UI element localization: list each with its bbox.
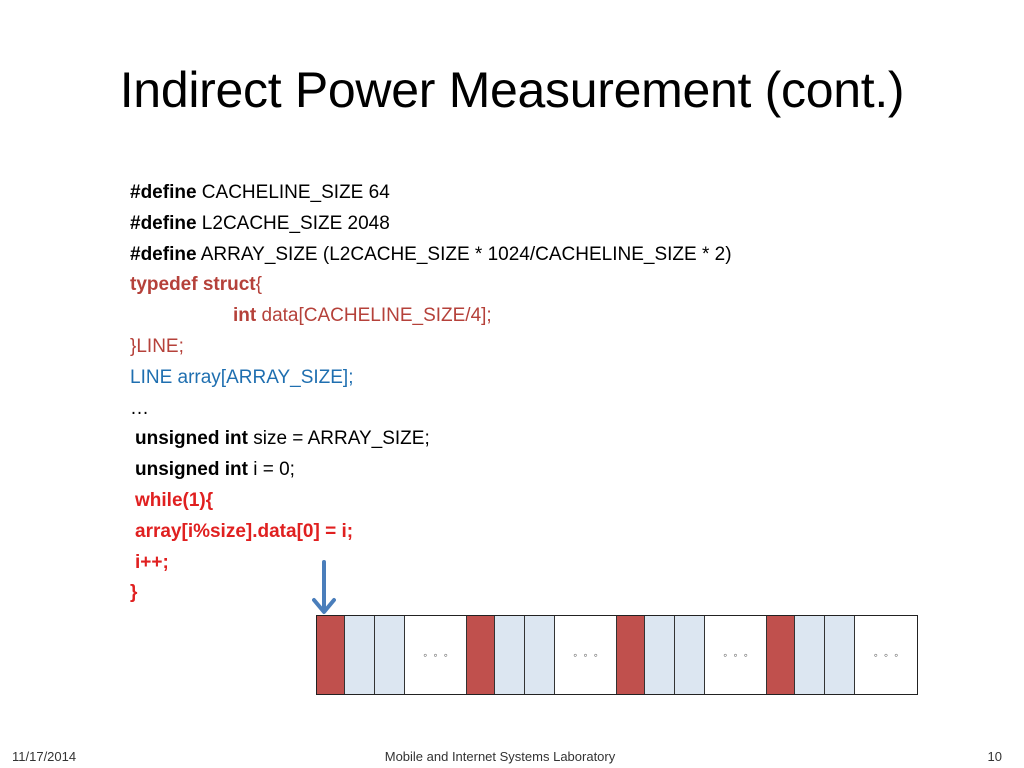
accessed-cache-line xyxy=(317,616,345,694)
type-keyword: unsigned int xyxy=(135,459,248,481)
code-text: { xyxy=(255,274,262,296)
code-line-12: array[i%size].data[0] = i; xyxy=(135,520,354,542)
code-line-7: LINE array[ARRAY_SIZE]; xyxy=(130,366,354,388)
int-keyword: int xyxy=(233,305,257,327)
cache-line xyxy=(495,616,525,694)
code-line-10: unsigned int i = 0; xyxy=(130,455,732,486)
ellipsis-cell: ◦◦◦ xyxy=(855,616,917,694)
cache-line xyxy=(825,616,855,694)
code-line-13: i++; xyxy=(135,551,169,573)
code-text: size = ARRAY_SIZE; xyxy=(247,428,430,450)
typedef-keyword: typedef struct xyxy=(130,274,256,296)
code-line-9: unsigned int size = ARRAY_SIZE; xyxy=(130,424,732,455)
define-keyword: #define xyxy=(130,182,197,203)
footer-date: 11/17/2014 xyxy=(12,749,77,764)
code-line-14: } xyxy=(130,582,138,604)
code-line-11: while(1){ xyxy=(135,489,214,511)
code-text: L2CACHE_SIZE 2048 xyxy=(196,212,390,234)
cache-line xyxy=(525,616,555,694)
code-line-8: … xyxy=(130,397,149,419)
code-text: data[CACHELINE_SIZE/4]; xyxy=(256,305,492,327)
ellipsis-cell: ◦◦◦ xyxy=(555,616,617,694)
footer-lab-name: Mobile and Internet Systems Laboratory xyxy=(384,749,616,764)
cache-line xyxy=(645,616,675,694)
accessed-cache-line xyxy=(767,616,795,694)
code-line-6: }LINE; xyxy=(130,335,184,357)
footer-page-number: 10 xyxy=(987,749,1002,764)
cache-line xyxy=(345,616,375,694)
cache-line xyxy=(795,616,825,694)
cache-line xyxy=(375,616,405,694)
code-line-1: #define CACHELINE_SIZE 64 xyxy=(130,178,732,209)
define-keyword: #define xyxy=(130,212,197,234)
code-text: i = 0; xyxy=(247,459,295,481)
ellipsis-cell: ◦◦◦ xyxy=(405,616,467,694)
slide-title: Indirect Power Measurement (cont.) xyxy=(119,62,905,118)
code-line-2: #define L2CACHE_SIZE 2048 xyxy=(130,209,732,240)
accessed-cache-line xyxy=(467,616,495,694)
code-line-5: int data[CACHELINE_SIZE/4]; xyxy=(130,301,732,332)
code-text: ARRAY_SIZE (L2CACHE_SIZE * 1024/CACHELIN… xyxy=(196,243,732,265)
code-line-3: #define ARRAY_SIZE (L2CACHE_SIZE * 1024/… xyxy=(130,240,732,271)
code-text: CACHELINE_SIZE 64 xyxy=(196,182,390,203)
ellipsis-cell: ◦◦◦ xyxy=(705,616,767,694)
cache-line-diagram: ◦◦◦ ◦◦◦ ◦◦◦ ◦◦◦ xyxy=(316,615,918,695)
code-block: #define CACHELINE_SIZE 64 #define L2CACH… xyxy=(130,178,732,609)
type-keyword: unsigned int xyxy=(135,428,248,450)
define-keyword: #define xyxy=(130,243,197,265)
code-line-4: typedef struct{ xyxy=(130,270,732,301)
down-arrow-icon xyxy=(312,560,336,614)
cache-line xyxy=(675,616,705,694)
accessed-cache-line xyxy=(617,616,645,694)
